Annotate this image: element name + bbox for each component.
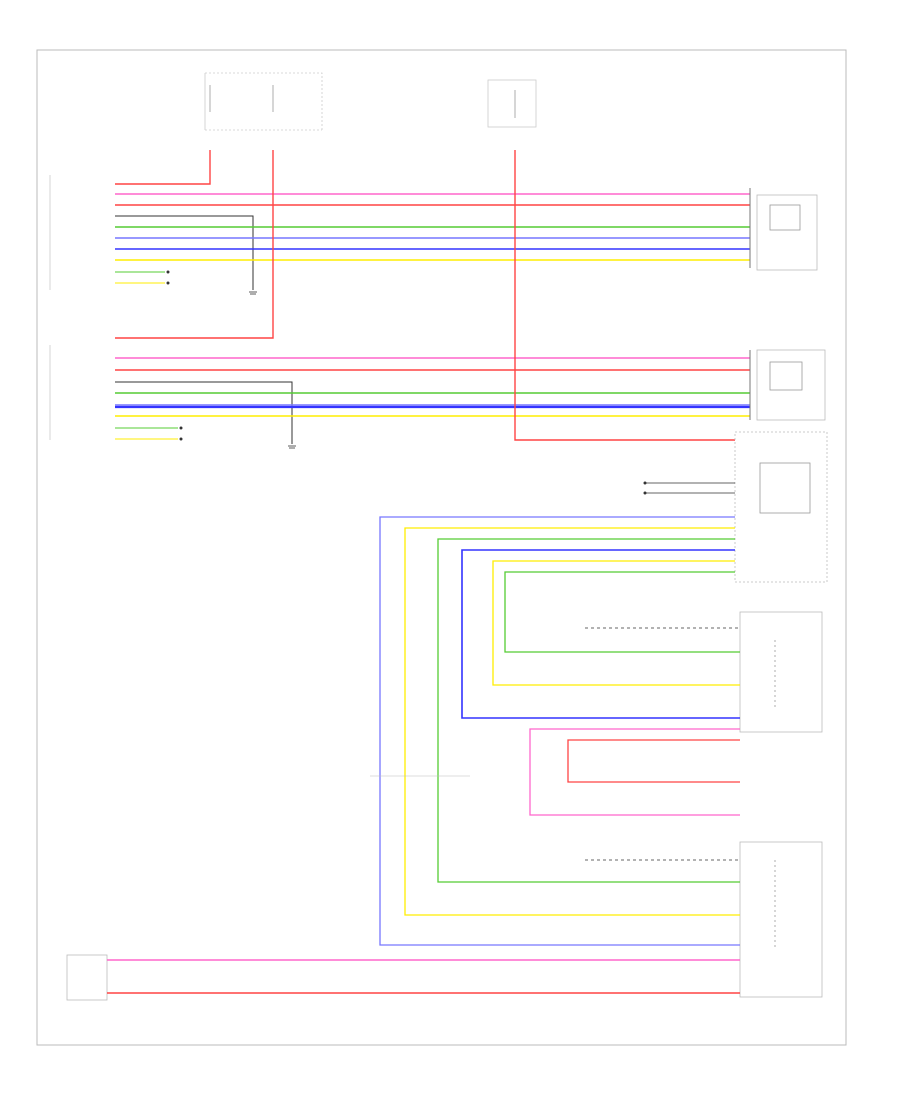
fuse-block-top-right	[487, 79, 537, 128]
wire-green-inner	[504, 571, 740, 653]
wire-yellow-inner	[492, 560, 740, 686]
ground-symbol-1	[249, 291, 257, 295]
wire-red-feed-1	[115, 150, 211, 185]
fuse-block-top-left	[204, 72, 323, 131]
wire-yellow-loop	[404, 527, 740, 916]
ground-symbol-2	[288, 445, 296, 449]
wire-pink-right-heater	[529, 728, 740, 816]
wire-red-main	[514, 150, 735, 441]
wire-black-1	[115, 215, 254, 290]
wire-blue-loop	[461, 549, 740, 719]
door-mirror-motor-upper	[749, 188, 818, 271]
power-mirror-switch-module	[734, 431, 828, 583]
right-mirror-heater	[739, 611, 823, 733]
wire-green-loop	[437, 538, 740, 883]
wire-lightblue-loop	[379, 516, 740, 946]
left-mirror-heater	[739, 841, 823, 998]
wire-black-2	[115, 381, 293, 444]
door-mirror-motor-lower	[749, 349, 826, 421]
diagram-frame	[36, 49, 847, 1046]
wire-red-right-heater	[567, 739, 740, 783]
wire-red-feed-2	[115, 150, 274, 339]
harness-group-lower	[115, 150, 750, 444]
left-door-switch	[66, 954, 108, 1001]
harness-group-upper	[115, 150, 750, 290]
